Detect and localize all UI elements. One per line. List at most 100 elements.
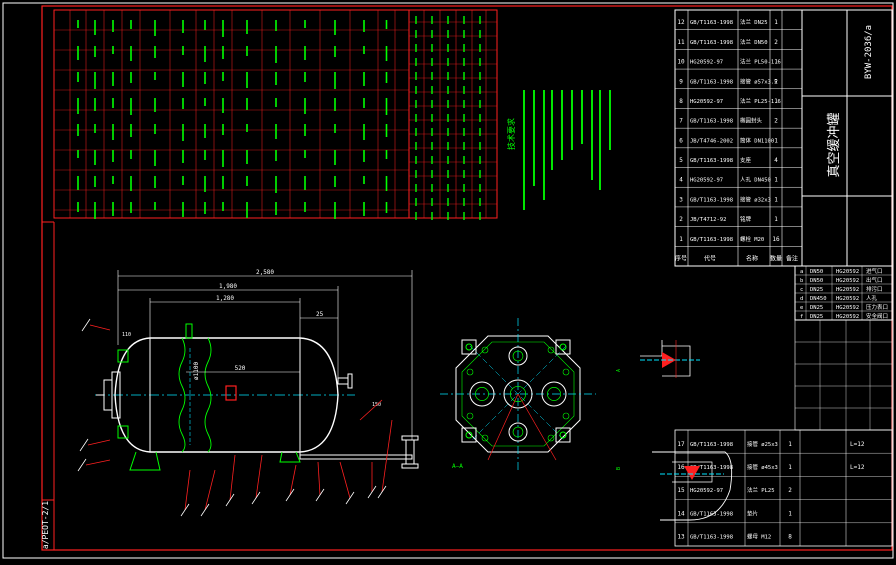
weld-detail-lower: B — [616, 451, 733, 521]
part-row-code: GB/T1163-1998 — [690, 119, 733, 125]
bolt-hole — [466, 412, 474, 420]
parts-header-header_code: 代号 — [704, 254, 716, 262]
lower-row-name: 垫片 — [747, 509, 758, 517]
lower-row-no: 14 — [677, 510, 685, 517]
balloon-mark — [81, 318, 91, 332]
dim-center-span: 520 — [235, 365, 246, 372]
lower-row-name: 接管 ø25x3 — [747, 440, 778, 448]
bolt-hole — [547, 434, 555, 442]
right-nozzle-circle — [541, 381, 567, 407]
part-row-qty: 1 — [774, 177, 778, 184]
lower-row-name: 法兰 PL25 — [747, 486, 775, 494]
top-nozzle-circle-inner — [512, 350, 524, 362]
part-row-code: JB/T4712-92 — [690, 217, 726, 223]
title-block: 真空缓冲罐 BYW-2036/a — [801, 9, 893, 267]
nozzle-use: 出气口 — [866, 276, 883, 284]
part-row-name: 法兰 DN50 — [740, 38, 768, 46]
part-row-name: 支座 — [740, 156, 752, 164]
part-row-no: 12 — [677, 19, 685, 26]
lower-row-code: GB/T1163-1998 — [690, 442, 733, 448]
nozzle-mark: c — [800, 287, 803, 293]
nozzle-std: HG20592 — [836, 296, 859, 302]
part-row-no: 2 — [679, 216, 683, 223]
part-row-qty: 2 — [774, 118, 778, 125]
part-row-qty: 2 — [774, 78, 778, 85]
part-row-no: 11 — [677, 39, 685, 46]
parts-header-header_name: 名称 — [746, 254, 758, 262]
part-row-code: GB/T1163-1998 — [690, 158, 733, 164]
nozzle-size: DN25 — [810, 287, 823, 293]
dim-small-a: 25 — [316, 311, 324, 318]
nozzle-size: DN50 — [810, 269, 823, 275]
nozzle-std: HG20592 — [836, 269, 859, 275]
dimension-lines — [117, 270, 413, 445]
part-row-no: 1 — [679, 236, 683, 243]
part-row-no: 3 — [679, 196, 683, 203]
part-row-code: GB/T1163-1998 — [690, 79, 733, 85]
central-nozzle — [503, 379, 533, 409]
lower-row-code: GB/T1163-1998 — [690, 535, 733, 541]
nozzle-mark: a — [800, 269, 803, 275]
nozzle-use: 安全阀口 — [866, 312, 888, 320]
balloon-mark — [225, 493, 235, 507]
part-row-qty: 16 — [772, 236, 780, 243]
part-row-name: 法兰 DN25 — [740, 18, 768, 26]
octagon-inner — [461, 341, 575, 447]
top-nozzle — [185, 323, 193, 339]
part-row-name: 铭牌 — [740, 215, 752, 223]
lower-row-qty: 2 — [788, 487, 792, 494]
nozzle-mark: e — [800, 305, 803, 311]
nozzle-size: DN25 — [810, 305, 823, 311]
nozzle-std: HG20592 — [836, 305, 859, 311]
left-nozzle-circle-inner — [475, 387, 489, 401]
part-row-no: 10 — [677, 59, 685, 66]
technical-requirements-heading: 技术要求 — [506, 118, 516, 150]
part-row-qty: 1 — [774, 98, 778, 105]
bottom-outlet-pipe — [299, 435, 419, 469]
nozzle-use: 压力表口 — [866, 303, 888, 311]
balloon-mark — [367, 485, 377, 499]
lower-row-len: L=12 — [850, 464, 865, 471]
bolt-hole — [547, 346, 555, 354]
part-row-qty: 1 — [774, 216, 778, 223]
lower-row-qty: 1 — [788, 510, 792, 517]
nozzle-std: HG20592 — [836, 278, 859, 284]
part-row-no: 9 — [679, 78, 683, 85]
nameplate — [225, 385, 237, 401]
bolt-hole — [562, 368, 570, 376]
part-row-no: 7 — [679, 118, 683, 125]
part-row-code: GB/T1163-1998 — [690, 197, 733, 203]
section-label: A—A — [452, 463, 463, 470]
balloon-mark — [79, 438, 89, 452]
corner-lug-holes — [465, 343, 567, 439]
weld-detail-upper: A — [616, 340, 700, 378]
part-row-no: 6 — [679, 137, 683, 144]
part-row-qty: 2 — [774, 39, 778, 46]
bolt-hole — [466, 368, 474, 376]
bottom-nozzle-circle-inner — [512, 426, 524, 438]
lower-row-no: 16 — [677, 464, 685, 471]
lower-row-len: L=12 — [850, 441, 865, 448]
nozzle-use: 进气口 — [866, 267, 883, 275]
drawing-number: BYW-2036/a — [864, 25, 874, 79]
balloon-mark — [200, 503, 210, 517]
nozzle-size: DN450 — [810, 296, 827, 302]
design-data-block — [53, 9, 498, 220]
parts-header-header_note: 备注 — [786, 254, 798, 262]
lower-row-name: 螺母 M12 — [747, 533, 771, 541]
part-row-qty: 4 — [774, 157, 778, 164]
part-row-name: 接管 ø32x3 — [740, 195, 771, 203]
part-row-qty: 1 — [774, 59, 778, 66]
side-code: a/PEOT-2/1 — [41, 501, 50, 549]
svg-text:B: B — [616, 467, 622, 470]
parts-header-header_qty: 数量 — [770, 254, 782, 262]
balloon-mark — [251, 491, 261, 505]
nozzle-mark: b — [800, 278, 803, 284]
vessel-front-view: 2,580 1,980 1,280 520 ø1100 25 110 150 — [77, 269, 419, 517]
nozzle-mark: d — [800, 296, 803, 302]
left-nozzle-flange — [96, 349, 129, 439]
